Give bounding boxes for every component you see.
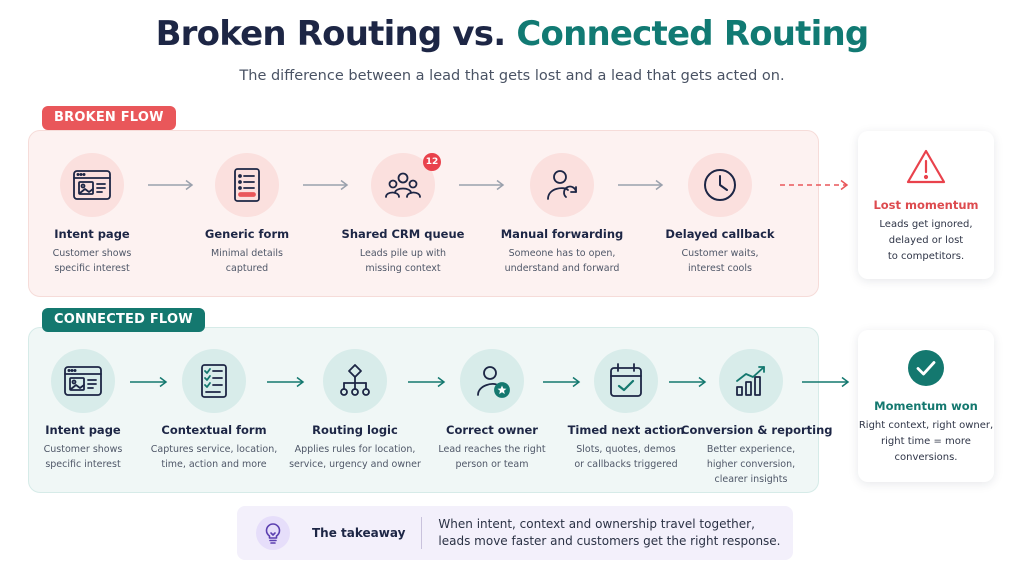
arrow-right-icon (801, 376, 851, 388)
step-title: Shared CRM queue (341, 227, 465, 241)
broken-step-shared-crm-queue: 12 Shared CRM queue Leads pile up with m… (333, 153, 473, 276)
step-description: Slots, quotes, demos or callbacks trigge… (574, 444, 678, 470)
broken-flow-label: BROKEN FLOW (42, 106, 176, 130)
takeaway-divider (421, 517, 423, 549)
step-title: Intent page (54, 227, 130, 241)
browser-window-icon (60, 153, 124, 217)
takeaway-text: When intent, context and ownership trave… (438, 517, 781, 548)
broken-step-generic-form: Generic form Minimal details captured (177, 153, 317, 276)
lost-momentum-card: Lost momentum Leads get ignored, delayed… (858, 131, 994, 279)
routing-tree-icon (323, 349, 387, 413)
step-description: Someone has to open, understand and forw… (504, 248, 620, 274)
broken-step-intent-page: Intent page Customer shows specific inte… (22, 153, 162, 276)
step-title: Contextual form (161, 423, 267, 437)
connected-step-routing-logic: Routing logic Applies rules for location… (285, 349, 425, 472)
warning-triangle-icon (858, 148, 994, 190)
connected-step-intent-page: Intent page Customer shows specific inte… (13, 349, 153, 472)
title-part-connected: Connected Routing (516, 14, 869, 54)
connected-step-conversion-reporting: Conversion & reporting Better experience… (681, 349, 833, 487)
check-circle-icon (858, 349, 994, 391)
arrow-right-icon (407, 376, 447, 388)
momentum-won-card: Momentum won Right context, right owner,… (858, 330, 994, 482)
step-title: Intent page (45, 423, 121, 437)
result-description: Leads get ignored, delayed or lost to co… (879, 219, 973, 262)
step-description: Customer shows specific interest (43, 444, 123, 470)
step-description: Captures service, location, time, action… (150, 444, 278, 470)
step-title: Conversion & reporting (681, 423, 833, 437)
clock-icon (688, 153, 752, 217)
takeaway-box: The takeaway When intent, context and ow… (237, 506, 793, 560)
group-people-icon: 12 (371, 153, 441, 217)
step-description: Better experience, higher conversion, cl… (706, 444, 796, 485)
arrow-right-icon (668, 376, 708, 388)
result-title: Momentum won (874, 399, 978, 413)
growth-chart-icon (719, 349, 783, 413)
result-description: Right context, right owner, right time =… (858, 420, 994, 463)
step-title: Generic form (204, 227, 290, 241)
step-description: Applies rules for location, service, urg… (289, 444, 421, 470)
arrow-right-icon (458, 179, 506, 191)
connected-step-correct-owner: Correct owner Lead reaches the right per… (422, 349, 562, 472)
connected-step-timed-next-action: Timed next action Slots, quotes, demos o… (556, 349, 696, 472)
step-title: Timed next action (567, 423, 685, 437)
form-document-icon (215, 153, 279, 217)
step-description: Lead reaches the right person or team (438, 444, 546, 470)
page-title: Broken Routing vs. Connected Routing (0, 14, 1024, 54)
person-forward-icon (530, 153, 594, 217)
broken-step-delayed-callback: Delayed callback Customer waits, interes… (650, 153, 790, 276)
checklist-form-icon (182, 349, 246, 413)
title-part-broken: Broken Routing vs. (155, 14, 507, 54)
step-description: Leads pile up with missing context (359, 248, 447, 274)
connected-flow-panel (28, 327, 819, 493)
queue-count-badge: 12 (423, 153, 441, 171)
arrow-right-icon (617, 179, 665, 191)
step-title: Correct owner (446, 423, 538, 437)
lightbulb-icon (256, 516, 290, 550)
step-title: Routing logic (312, 423, 398, 437)
browser-window-icon (51, 349, 115, 413)
connected-flow-label: CONNECTED FLOW (42, 308, 205, 332)
arrow-right-icon (302, 179, 350, 191)
broken-step-manual-forwarding: Manual forwarding Someone has to open, u… (492, 153, 632, 276)
arrow-right-icon (542, 376, 582, 388)
takeaway-label: The takeaway (312, 526, 406, 540)
page-subtitle: The difference between a lead that gets … (239, 68, 785, 84)
calendar-check-icon (594, 349, 658, 413)
arrow-right-icon (266, 376, 306, 388)
step-title: Delayed callback (665, 227, 775, 241)
connected-step-contextual-form: Contextual form Captures service, locati… (144, 349, 284, 472)
arrow-right-icon (147, 179, 195, 191)
result-title: Lost momentum (873, 198, 979, 212)
step-description: Customer waits, interest cools (681, 248, 759, 274)
step-title: Manual forwarding (500, 227, 624, 241)
step-description: Customer shows specific interest (52, 248, 132, 274)
step-description: Minimal details captured (211, 248, 283, 274)
person-star-icon (460, 349, 524, 413)
dashed-arrow-icon (779, 179, 851, 191)
arrow-right-icon (129, 376, 169, 388)
